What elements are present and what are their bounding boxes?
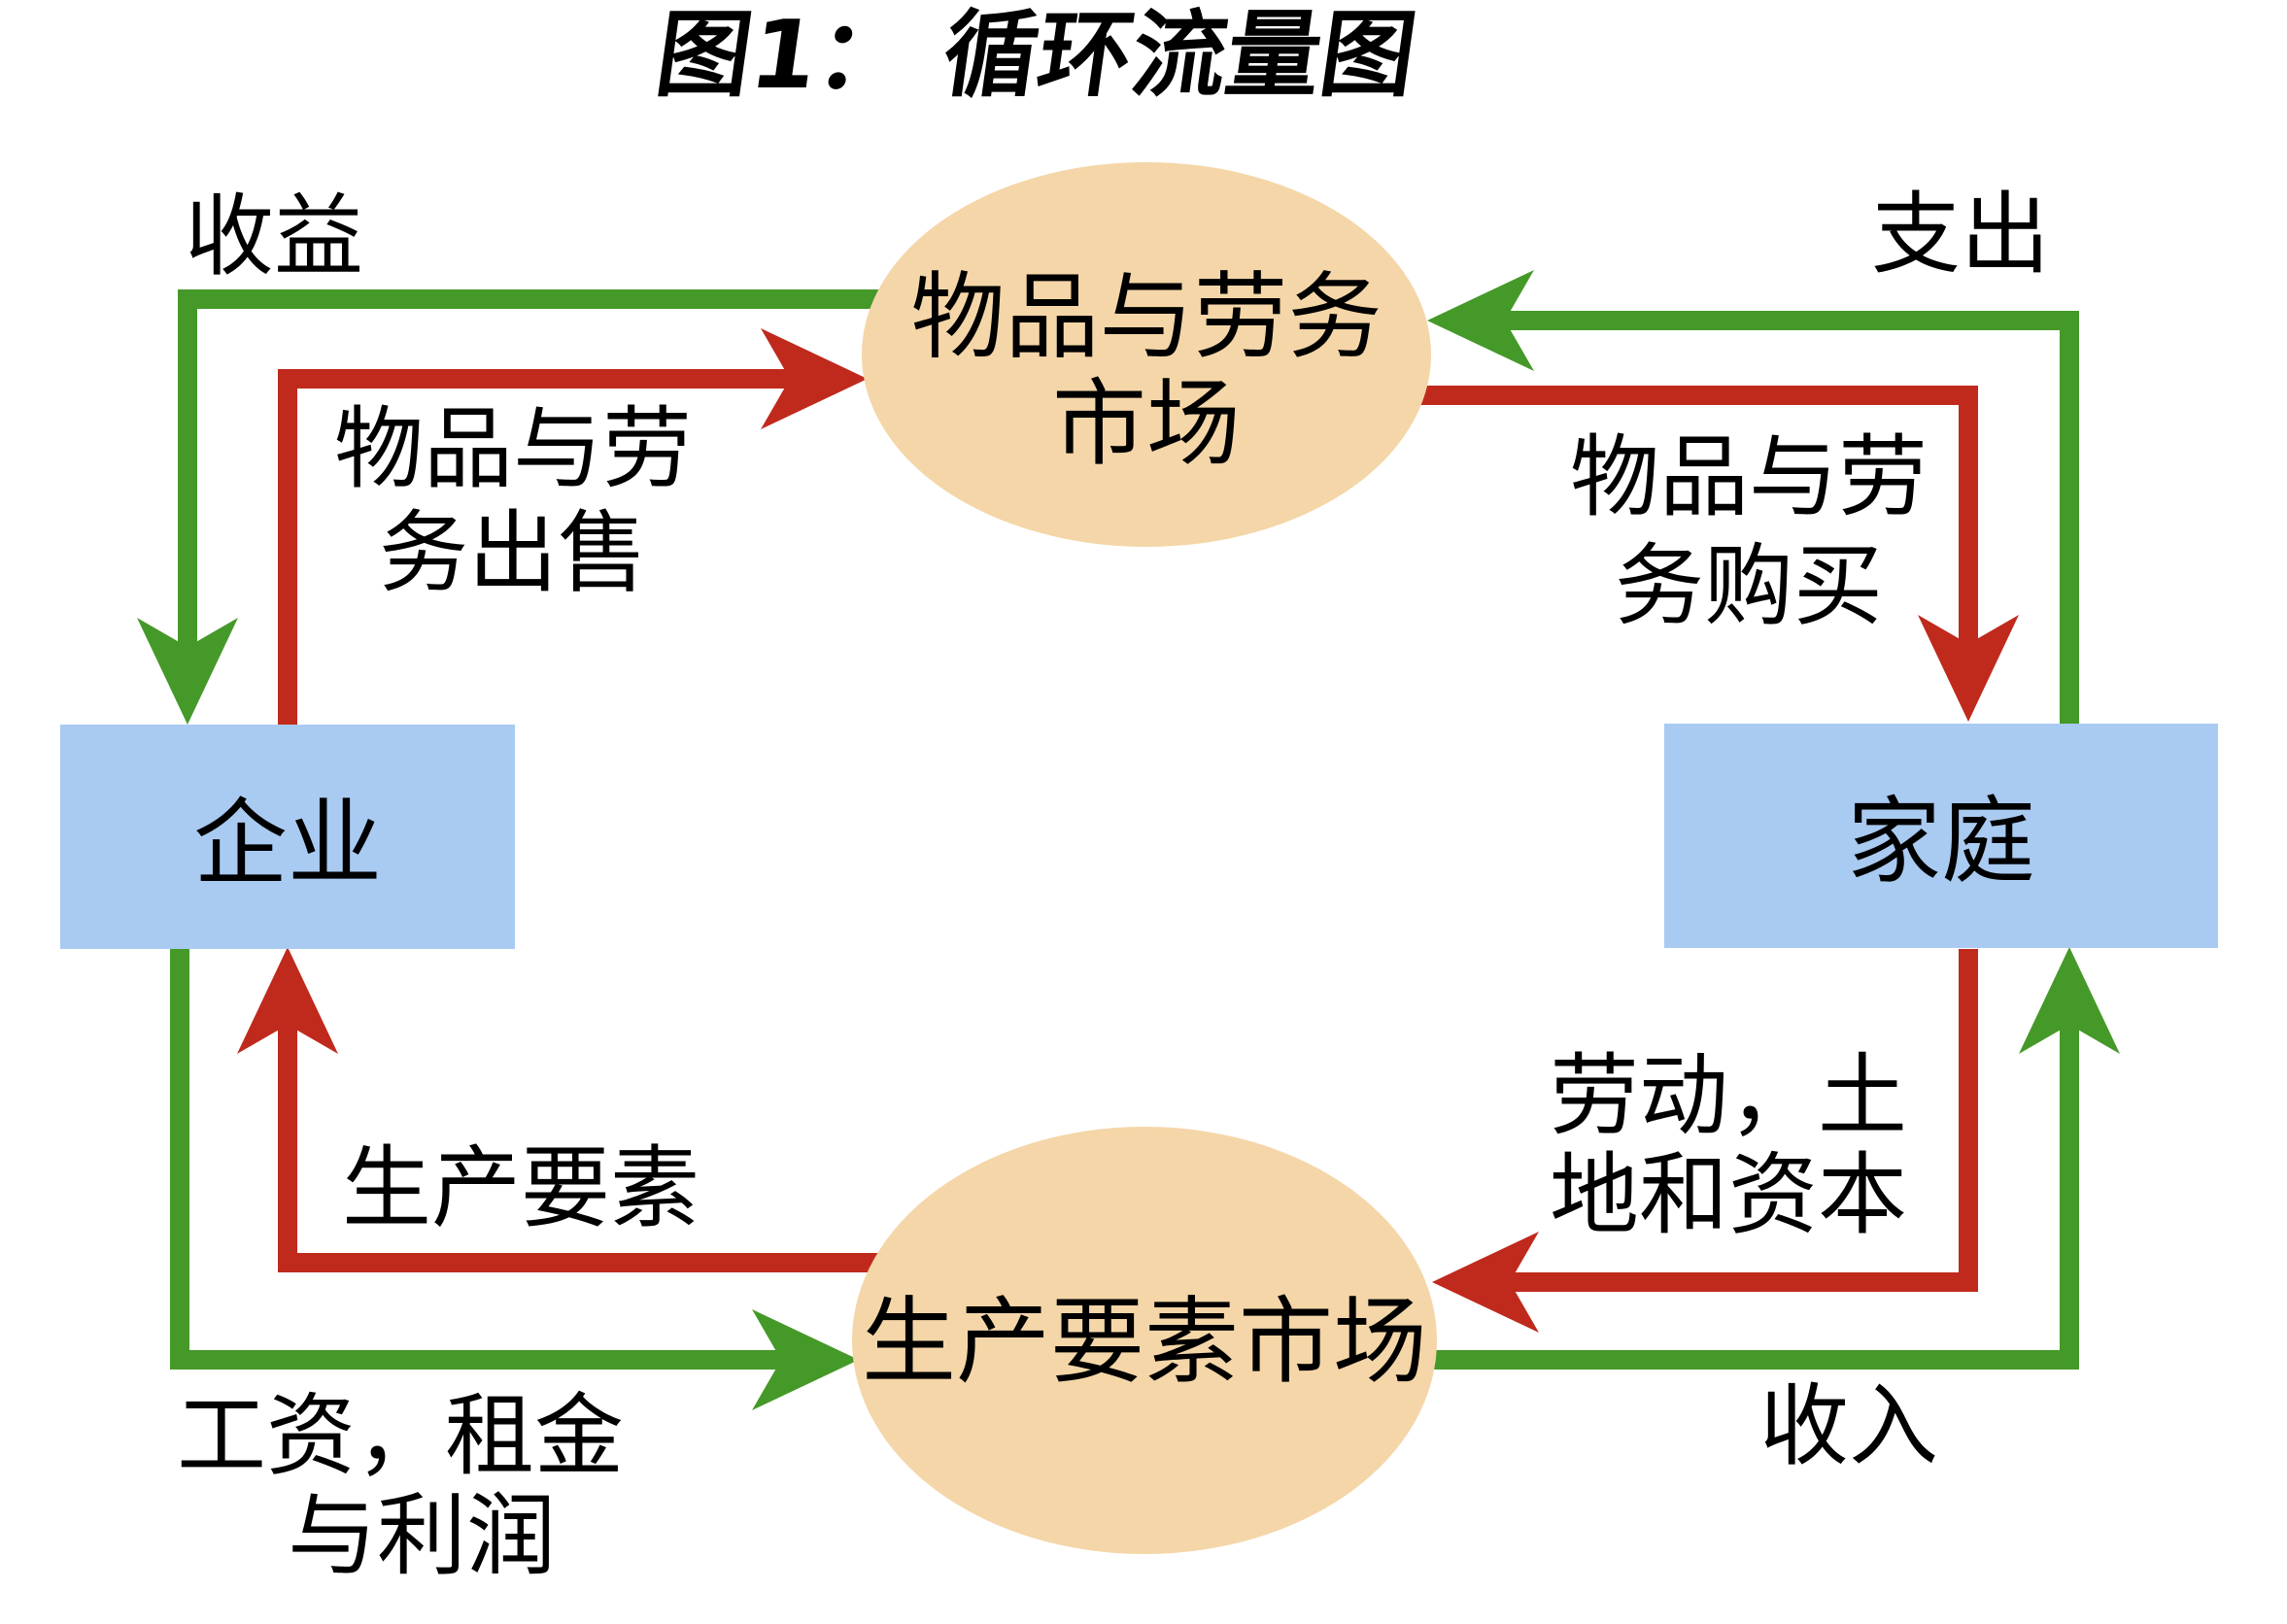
wages-rent-profit-label-line1: 工资，租金 [177,1384,624,1488]
factor-market-label: 生产要素市场 [862,1287,1427,1397]
goods-bought-arrowhead-down-icon [1918,615,2019,722]
goods-market-label-line2: 市场 [1052,369,1241,479]
goods-bought-label-line2: 务购买 [1615,534,1883,638]
revenue-label: 收益 [185,185,363,288]
labor-land-capital-label-line1: 劳动，土 [1550,1044,1907,1148]
wages-rent-profit-flow-line [170,949,781,1370]
income-arrowhead-up-icon [2019,947,2120,1054]
goods-bought-label-line1: 物品与劳 [1570,425,1928,529]
real-flow-red-loop [237,328,2019,1333]
diagram-title: 图1： 循环流量图 [650,0,1423,109]
labor-arrowhead-left-icon [1432,1232,1539,1333]
income-label: 收入 [1759,1374,1938,1478]
money-flow-green-loop [137,270,2120,1410]
households-node [1664,724,2218,948]
goods-sold-flow-line [278,369,790,725]
income-flow-line [1433,1025,2079,1370]
factors-arrowhead-up-icon [237,947,338,1054]
goods-market-node [862,162,1431,547]
labor-land-capital-label-line2: 地和资本 [1550,1143,1907,1247]
wages-arrowhead-right-icon [752,1309,859,1410]
factors-label: 生产要素 [342,1136,700,1240]
revenue-flow-line [178,289,879,647]
goods-sold-label-line2: 务出售 [379,501,647,605]
expenditure-label: 支出 [1871,183,2050,287]
firms-node [60,725,515,949]
labor-land-capital-flow-line [1510,949,1978,1292]
revenue-arrowhead-down-icon [137,618,238,725]
wages-rent-profit-label-line2: 与利润 [288,1484,556,1588]
goods-sold-label-line1: 物品与劳 [334,397,692,501]
factors-flow-line [278,1025,879,1272]
households-label: 家庭 [1847,787,2035,897]
goods-sold-arrowhead-right-icon [761,328,868,429]
expenditure-arrowhead-left-icon [1427,270,1534,371]
goods-market-label-line1: 物品与劳务 [911,262,1382,372]
factor-market-node [852,1127,1437,1554]
expenditure-flow-line [1505,311,2079,724]
firms-label: 企业 [193,789,382,898]
goods-bought-flow-line [1418,386,1978,644]
